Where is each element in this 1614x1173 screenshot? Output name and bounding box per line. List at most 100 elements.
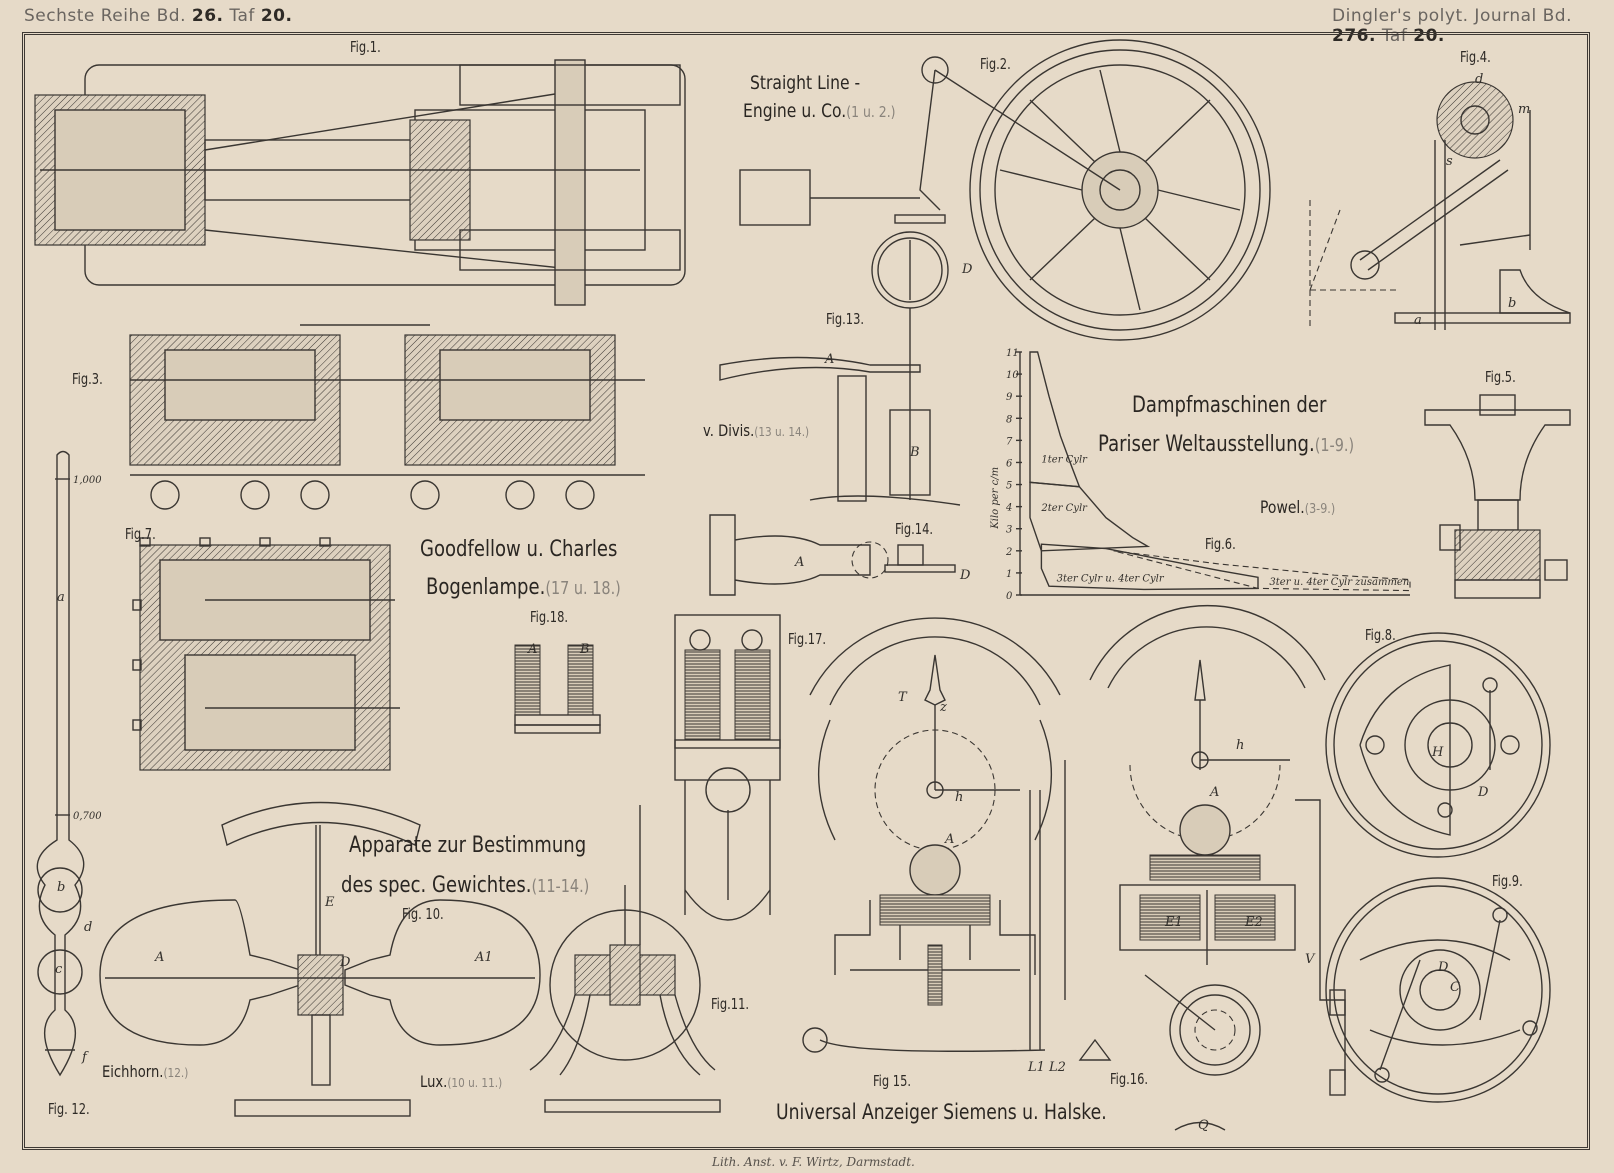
part-label: d xyxy=(1475,72,1484,87)
y-tick-label: 8 xyxy=(1006,414,1012,425)
figure-reference: (1-9.) xyxy=(1314,436,1355,456)
part-label: a xyxy=(1414,313,1422,328)
fig5-valve-drawing xyxy=(1424,394,1571,599)
part-label: T xyxy=(898,690,907,705)
y-tick-label: 6 xyxy=(1006,458,1013,469)
part-label: m xyxy=(1518,102,1531,117)
fig17-arc-lamp-drawing xyxy=(674,614,781,921)
fig5-label: Fig.5. xyxy=(1485,368,1516,386)
eichhorn-label: Eichhorn.(12.) xyxy=(102,1062,188,1081)
part-label: A xyxy=(825,352,835,367)
volume-number: 276. xyxy=(1332,26,1376,46)
y-tick-label: 1 xyxy=(1006,569,1012,580)
fig18-magnet-drawing xyxy=(514,644,601,734)
part-label: H xyxy=(1432,745,1444,760)
part-label: E2 xyxy=(1245,915,1263,930)
part-label: f xyxy=(82,1050,87,1065)
maker-name: Lux. xyxy=(420,1072,448,1091)
dampfmaschinen-subtitle: Pariser Weltausstellung.(1-9.) xyxy=(1098,432,1354,457)
maker-name: Eichhorn. xyxy=(102,1062,164,1081)
plate-header-right: Dingler's polyt. Journal Bd. 276. Taf 20… xyxy=(1332,6,1614,46)
fig8-label: Fig.8. xyxy=(1365,626,1396,644)
straight-line-subtitle: Engine u. Co.(1 u. 2.) xyxy=(743,100,896,122)
fig12-hydrometer-drawing: 1,000 0,700 xyxy=(36,450,102,1077)
volume-number: 26. xyxy=(191,6,224,26)
fig2-flywheel-drawing xyxy=(739,39,1271,341)
part-label: E1 xyxy=(1165,915,1183,930)
journal-text: Dingler's polyt. Journal Bd. xyxy=(1332,6,1572,26)
scale-mark-lower: 0,700 xyxy=(73,811,102,822)
part-label: s xyxy=(1446,154,1453,169)
dampfmaschinen-title: Dampfmaschinen der xyxy=(1132,393,1326,418)
fig16-label: Fig.16. xyxy=(1110,1070,1149,1088)
fig4-valve-gear-drawing xyxy=(1309,81,1571,330)
series-label: 1ter Cylr xyxy=(1041,454,1088,465)
part-label: h xyxy=(955,790,964,805)
y-tick-label: 2 xyxy=(1005,547,1012,558)
part-label: Q xyxy=(1198,1118,1209,1133)
fig18-label: Fig.18. xyxy=(530,608,569,626)
part-label: D xyxy=(1478,785,1489,800)
fig12-label: Fig. 12. xyxy=(48,1100,90,1118)
title-line-2: des spec. Gewichtes. xyxy=(341,873,532,898)
figure-reference: (10 u. 11.) xyxy=(447,1076,503,1091)
fig10-lux-balance-drawing xyxy=(99,801,541,1117)
series-curve-2 xyxy=(1040,543,1259,591)
fig2-label: Fig.2. xyxy=(980,55,1011,73)
divis-label: v. Divis.(13 u. 14.) xyxy=(703,421,809,440)
figure-reference: (12.) xyxy=(163,1066,189,1081)
series-text: Sechste Reihe Bd. xyxy=(24,6,186,26)
y-tick-label: 3 xyxy=(1006,525,1012,536)
fig13-divis-apparatus-drawing xyxy=(709,231,961,596)
part-label: A xyxy=(945,832,955,847)
part-label: V xyxy=(1305,952,1315,967)
fig17-label: Fig.17. xyxy=(788,630,827,648)
part-label: A xyxy=(795,555,805,570)
fig8-governor-drawing xyxy=(1325,632,1551,858)
title-line-1: Dampfmaschinen der xyxy=(1132,393,1327,418)
fig7-section-drawing xyxy=(132,537,400,771)
figure-reference: (1 u. 2.) xyxy=(846,103,896,121)
part-label: D xyxy=(340,955,351,970)
title-line-1: Apparate zur Bestimmung xyxy=(349,833,587,858)
maker-name: Powel. xyxy=(1260,498,1305,518)
siemens-title: Universal Anzeiger Siemens u. Halske. xyxy=(776,1100,1107,1124)
series-label: 3ter u. 4ter Cylr zusammen xyxy=(1269,577,1409,588)
title-line-1: Straight Line - xyxy=(750,72,861,94)
part-label: B xyxy=(910,445,920,460)
y-tick-label: 10 xyxy=(1006,370,1019,381)
part-label: d xyxy=(84,920,93,935)
part-label: h xyxy=(1236,738,1245,753)
y-tick-label: 7 xyxy=(1006,436,1013,447)
title-line-1: Goodfellow u. Charles xyxy=(420,537,618,562)
series-curve-1 xyxy=(1029,481,1151,552)
plate-frame xyxy=(22,32,1590,1150)
title-line-2: Engine u. Co. xyxy=(743,100,847,122)
fig1-label: Fig.1. xyxy=(350,38,381,56)
fig15-label: Fig 15. xyxy=(873,1072,912,1090)
part-label: b xyxy=(57,880,66,895)
goodfellow-subtitle: Bogenlampe.(17 u. 18.) xyxy=(426,575,621,600)
series-label: 2ter Cylr xyxy=(1040,503,1088,514)
plate-number: 20. xyxy=(260,6,293,26)
figure-reference: (13 u. 14.) xyxy=(754,425,810,440)
y-tick-label: 4 xyxy=(1005,503,1012,514)
fig1-engine-drawing xyxy=(34,59,686,306)
apparate-subtitle: des spec. Gewichtes.(11-14.) xyxy=(341,873,589,898)
scale-mark-upper: 1,000 xyxy=(73,475,102,486)
series-curve-3 xyxy=(1113,550,1411,592)
fig9-label: Fig.9. xyxy=(1492,872,1523,890)
fig13-label: Fig.13. xyxy=(826,310,865,328)
fig3-cylinder-section-drawing xyxy=(129,324,645,510)
part-label: B xyxy=(580,642,590,657)
maker-name: v. Divis. xyxy=(703,421,755,440)
part-label: A xyxy=(528,642,538,657)
apparate-title: Apparate zur Bestimmung xyxy=(349,833,586,858)
part-label: E xyxy=(325,895,335,910)
part-label: A1 xyxy=(475,950,493,965)
part-label: A xyxy=(155,950,165,965)
y-tick-label: 5 xyxy=(1006,481,1012,492)
y-axis-label: Kilo per c/m xyxy=(990,467,1001,530)
